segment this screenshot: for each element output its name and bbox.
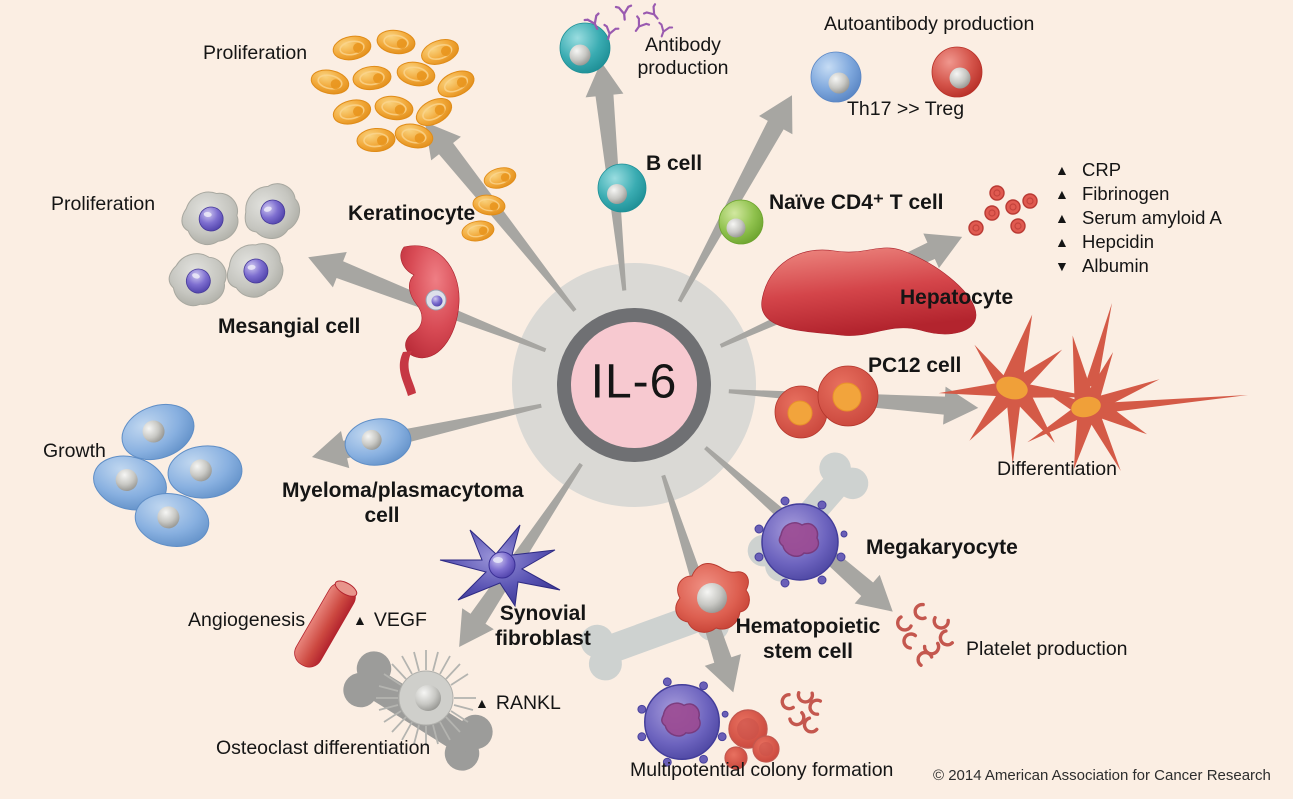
- t-cell-outcome-label: Autoantibody production: [824, 13, 1035, 35]
- myeloma-growth-cluster: [93, 403, 243, 547]
- arrow-t-cell: [677, 95, 793, 303]
- hepatocyte-name-label: Hepatocyte: [900, 286, 1014, 309]
- hematopoietic-name-label: Hematopoietic stem cell: [735, 615, 881, 663]
- acute-phase-protein-row: ▲ CRP: [1055, 158, 1222, 182]
- naive-cd4-t-cell: [718, 199, 764, 245]
- synovial-fibroblast-cell: [439, 524, 561, 608]
- arrow-keratinocyte: [424, 121, 577, 312]
- acute-phase-protein-row: ▲ Hepcidin: [1055, 230, 1222, 254]
- th17-cell: [810, 51, 862, 103]
- platelet-cluster: [896, 600, 958, 669]
- protein-label: Hepcidin: [1082, 231, 1154, 252]
- myeloma-name-label: Myeloma/plasmacytoma cell: [282, 479, 524, 527]
- up-triangle-icon: ▲: [1055, 186, 1069, 202]
- up-triangle-icon: ▲: [353, 612, 367, 628]
- acute-phase-protein-dot-rings: [972, 189, 1034, 232]
- mesangial-name-label: Mesangial cell: [218, 315, 361, 338]
- acute-phase-protein-row: ▲ Serum amyloid A: [1055, 206, 1222, 230]
- vegf-text: VEGF: [373, 609, 427, 631]
- hematopoietic-outcome-label: Multipotential colony formation: [630, 759, 894, 781]
- osteoclast-label: Osteoclast differentiation: [216, 737, 431, 759]
- vegf-label: ▲ VEGF: [353, 609, 427, 632]
- th17-treg-label: Th17 >> Treg: [847, 98, 965, 120]
- blood-vessel: [294, 580, 358, 668]
- synovial-name-label: Synovial fibroblast: [495, 602, 591, 650]
- pc12-cells: [774, 365, 879, 439]
- megakaryocyte-outcome-label: Platelet production: [966, 638, 1128, 660]
- up-triangle-icon: ▲: [475, 695, 489, 711]
- keratinocyte-name-label: Keratinocyte: [348, 202, 476, 225]
- angiogenesis-label: Angiogenesis: [188, 609, 306, 631]
- rankl-label: ▲ RANKL: [475, 692, 561, 715]
- osteoclast-cell: [376, 650, 476, 746]
- down-triangle-icon: ▼: [1055, 258, 1069, 274]
- copyright-notice: © 2014 American Association for Cancer R…: [933, 767, 1271, 784]
- pc12-outcome-label: Differentiation: [997, 458, 1117, 480]
- rankl-text: RANKL: [495, 692, 561, 714]
- megakaryocyte-name-label: Megakaryocyte: [866, 536, 1018, 559]
- protein-label: Albumin: [1082, 255, 1149, 276]
- keratinocyte-outcome-label: Proliferation: [203, 42, 308, 64]
- b-cell: [597, 163, 647, 213]
- hepatocyte-products-list: ▲ CRP ▲ Fibrinogen ▲ Serum amyloid A ▲ Hepci…: [1055, 158, 1222, 278]
- plasma-b-cell: [559, 22, 611, 74]
- myeloma-outcome-label: Growth: [43, 440, 106, 462]
- b-cell-name-label: B cell: [646, 152, 703, 175]
- il6-center-circle: [557, 308, 711, 462]
- protein-label: Serum amyloid A: [1082, 207, 1222, 228]
- liver-shape: [761, 247, 977, 336]
- acute-phase-protein-row: ▲ Fibrinogen: [1055, 182, 1222, 206]
- up-triangle-icon: ▲: [1055, 234, 1069, 250]
- multipotential-colony: [637, 677, 828, 770]
- b-cell-outcome-label: Antibody production: [637, 34, 729, 79]
- myeloma-cell: [344, 418, 412, 466]
- differentiated-pc12-neurons: [925, 296, 1248, 489]
- up-triangle-icon: ▲: [1055, 162, 1069, 178]
- up-triangle-icon: ▲: [1055, 210, 1069, 226]
- mesangial-outcome-label: Proliferation: [51, 193, 156, 215]
- arrow-myeloma: [311, 403, 542, 469]
- t-cell-name-label: Naïve CD4⁺ T cell: [769, 191, 944, 214]
- acute-phase-protein-dots: [968, 185, 1038, 236]
- il6-center-label: IL-6: [590, 355, 678, 409]
- kidney-shape: [399, 245, 460, 396]
- protein-label: Fibrinogen: [1082, 183, 1170, 204]
- mesangial-proliferation-cluster: [161, 178, 307, 316]
- arrow-b-cell: [585, 61, 627, 291]
- acute-phase-protein-row: ▼ Albumin: [1055, 254, 1222, 278]
- treg-cell: [931, 46, 983, 98]
- hematopoietic-stem-cell-shape: [675, 563, 750, 633]
- protein-label: CRP: [1082, 159, 1122, 180]
- pc12-name-label: PC12 cell: [868, 354, 962, 377]
